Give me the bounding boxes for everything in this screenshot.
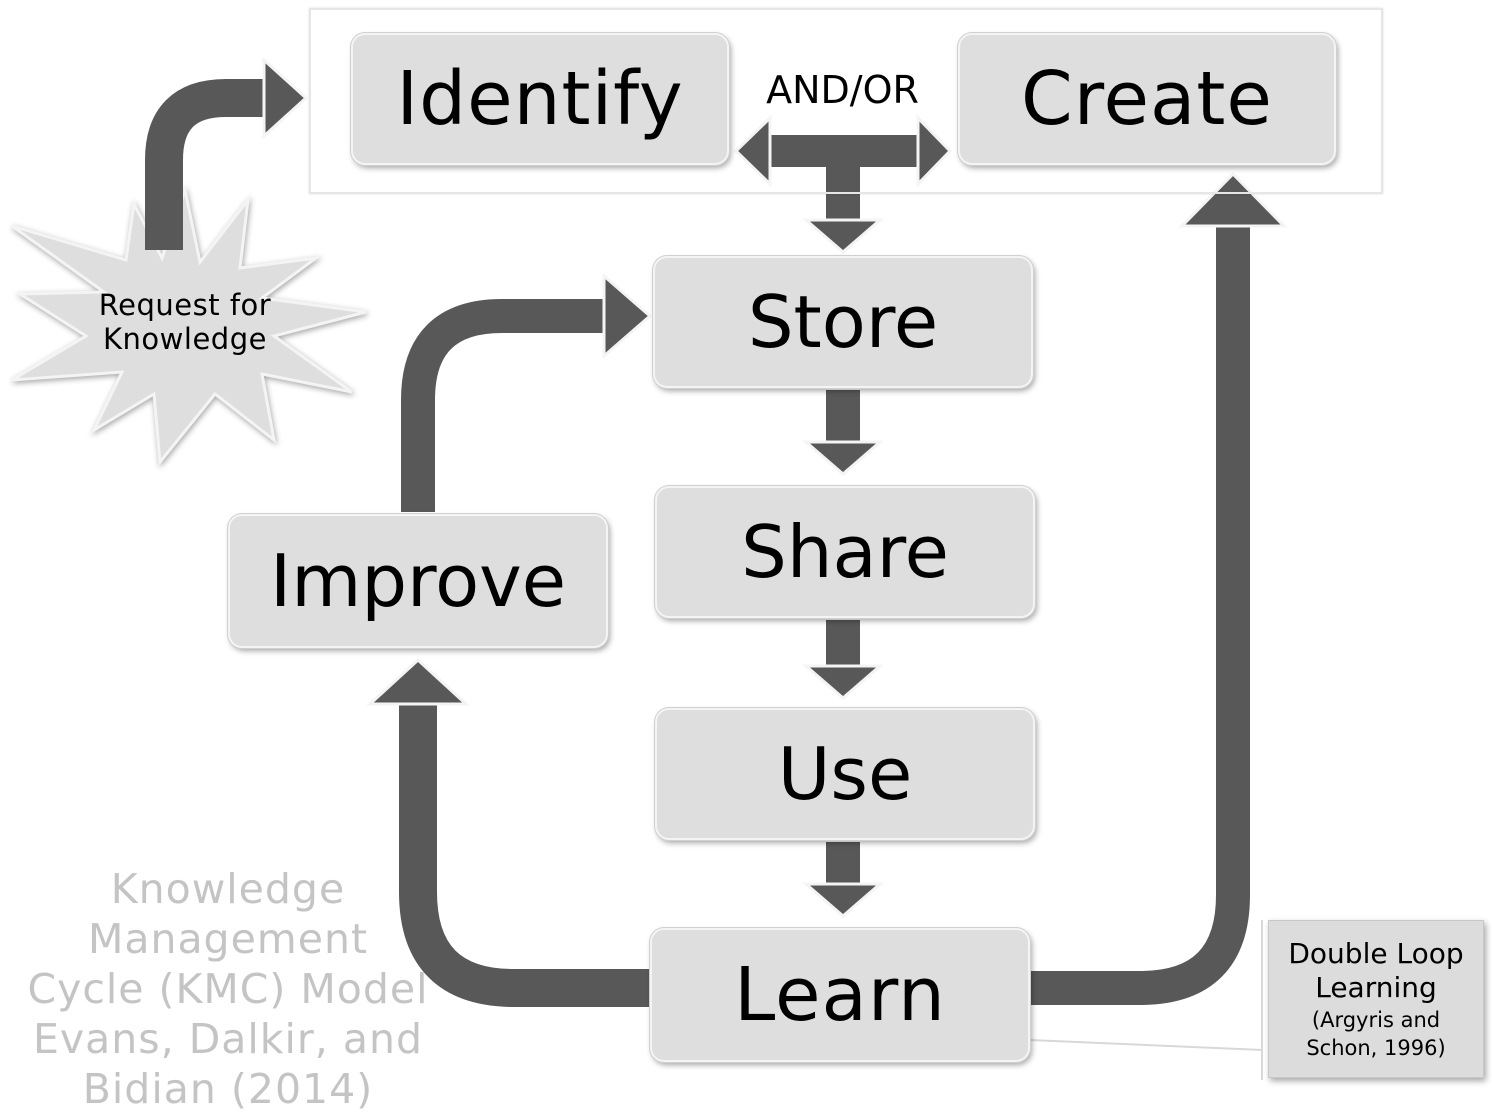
kmc-line2: Management [87,915,369,963]
learn-to-improve-arrowhead [366,657,470,706]
use-learn-arrowhead [801,882,885,918]
andor-down-arrowhead [801,218,885,254]
store-share-arrowhead [801,440,885,476]
double-loop-citation-line2: Schon, 1996) [1306,1036,1446,1060]
create-label: Create [1021,56,1273,142]
improve-to-store-arrowhead [602,272,653,360]
learn-to-create-arrow [1030,222,1250,1005]
share-use-stem [826,620,860,668]
kmc-line1: Knowledge [110,865,346,913]
kmc-line3: Cycle (KMC) Model [27,965,429,1013]
double-loop-line1: Double Loop [1288,937,1464,970]
use-learn-stem [826,842,860,886]
learn-to-improve-arrow [399,700,652,1007]
request-line2: Knowledge [103,322,267,356]
use-box: Use [655,708,1035,840]
use-label: Use [777,732,913,816]
improve-box: Improve [228,514,608,648]
andor-right-arrowhead [916,114,953,188]
store-box: Store [653,256,1033,388]
request-line1: Request for [98,288,272,322]
double-loop-connector [1029,920,1263,1080]
kmc-line5: Bidian (2014) [82,1065,374,1113]
learn-label: Learn [734,952,946,1038]
request-to-identify-arrowhead [262,56,309,140]
andor-label: AND/OR [766,68,919,112]
double-loop-citation-line1: (Argyris and [1311,1008,1441,1032]
request-to-identify-arrow [145,79,280,250]
share-box: Share [655,486,1035,618]
kmc-model-caption: Knowledge Management Cycle (KMC) Model E… [18,864,438,1114]
share-use-arrowhead [801,664,885,700]
identify-label: Identify [396,56,684,142]
learn-to-create-arrowhead [1178,171,1288,228]
store-share-stem [826,390,860,444]
share-label: Share [741,510,949,594]
request-starburst-shape [11,184,367,466]
learn-box: Learn [650,928,1030,1062]
request-for-knowledge-text: Request for Knowledge [80,288,290,356]
kmc-line4: Evans, Dalkir, and [33,1015,423,1063]
improve-label: Improve [269,539,567,623]
andor-stem [826,160,860,222]
identify-create-frame [309,8,1383,194]
identify-box: Identify [351,33,729,165]
double-loop-learning-callout: Double Loop Learning (Argyris and Schon,… [1268,920,1484,1078]
double-loop-line2: Learning [1315,971,1437,1004]
andor-left-arrowhead [733,114,772,188]
improve-to-store-arrow [401,299,612,512]
store-label: Store [747,280,939,364]
create-box: Create [958,33,1336,165]
